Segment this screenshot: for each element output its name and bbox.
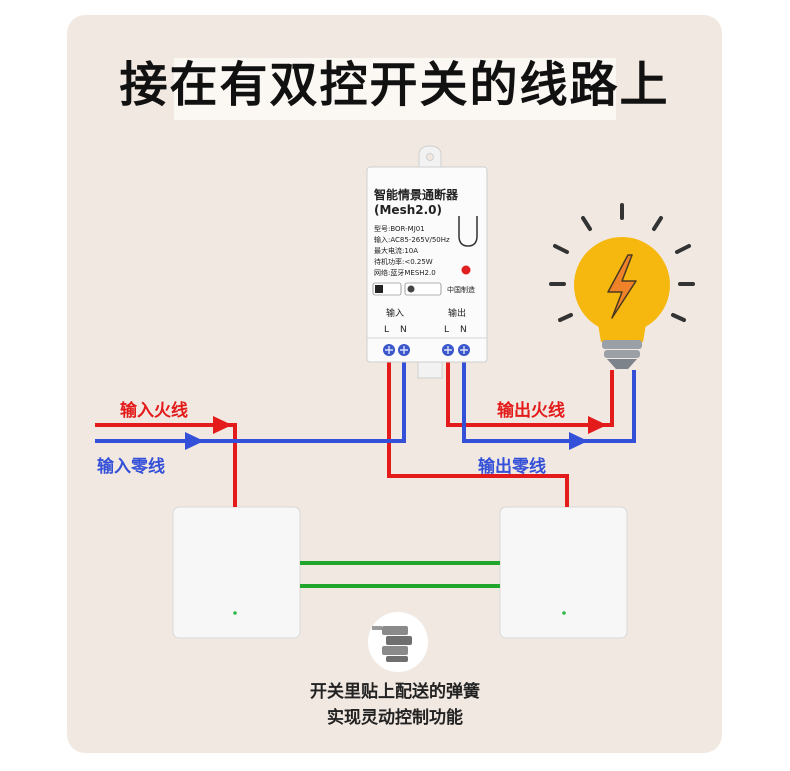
caption-line-2: 实现灵动控制功能 xyxy=(327,708,463,728)
spec-model: 型号:BOR-MJ01 xyxy=(374,225,425,233)
input-terminal-label: 输入 xyxy=(386,309,405,319)
output-neutral-arrow xyxy=(569,432,588,450)
terminal-n-input: N xyxy=(400,325,407,335)
output-live-label: 输出火线 xyxy=(497,401,565,421)
input-neutral-arrow xyxy=(185,432,204,450)
live-wires xyxy=(95,350,614,507)
device-name: 智能情景通断器 xyxy=(374,188,459,202)
switch-left xyxy=(172,506,301,639)
made-in-label: 中国制造 xyxy=(447,286,475,294)
output-neutral-label: 输出零线 xyxy=(478,457,546,477)
device-version: (Mesh2.0) xyxy=(374,203,442,217)
input-live-label: 输入火线 xyxy=(120,401,188,421)
spec-input: 输入:AC85-265V/50Hz xyxy=(374,236,450,244)
caption-line-1: 开关里贴上配送的弹簧 xyxy=(310,682,480,702)
terminal-l-output: L xyxy=(444,325,450,335)
output-live-arrow xyxy=(588,416,607,434)
input-neutral-label: 输入零线 xyxy=(97,457,165,477)
spec-current: 最大电流:10A xyxy=(374,247,419,255)
spec-standby: 待机功率:<0.25W xyxy=(374,258,433,266)
input-live-arrow xyxy=(213,416,232,434)
terminal-n-output: N xyxy=(460,325,467,335)
light-bulb-icon xyxy=(574,237,670,369)
title-highlight xyxy=(174,58,616,120)
spec-network: 网络:蓝牙MESH2.0 xyxy=(374,269,436,277)
terminal-l-input: L xyxy=(384,325,390,335)
light-rays xyxy=(549,203,695,322)
smart-breaker-device xyxy=(366,145,488,379)
terminal-screws xyxy=(383,344,470,356)
switch-right xyxy=(499,506,628,639)
page-title: 接在有双控开关的线路上 xyxy=(119,57,670,113)
output-terminal-label: 输出 xyxy=(448,309,467,319)
traveler-wires xyxy=(300,561,500,588)
spring-icon xyxy=(368,612,428,672)
